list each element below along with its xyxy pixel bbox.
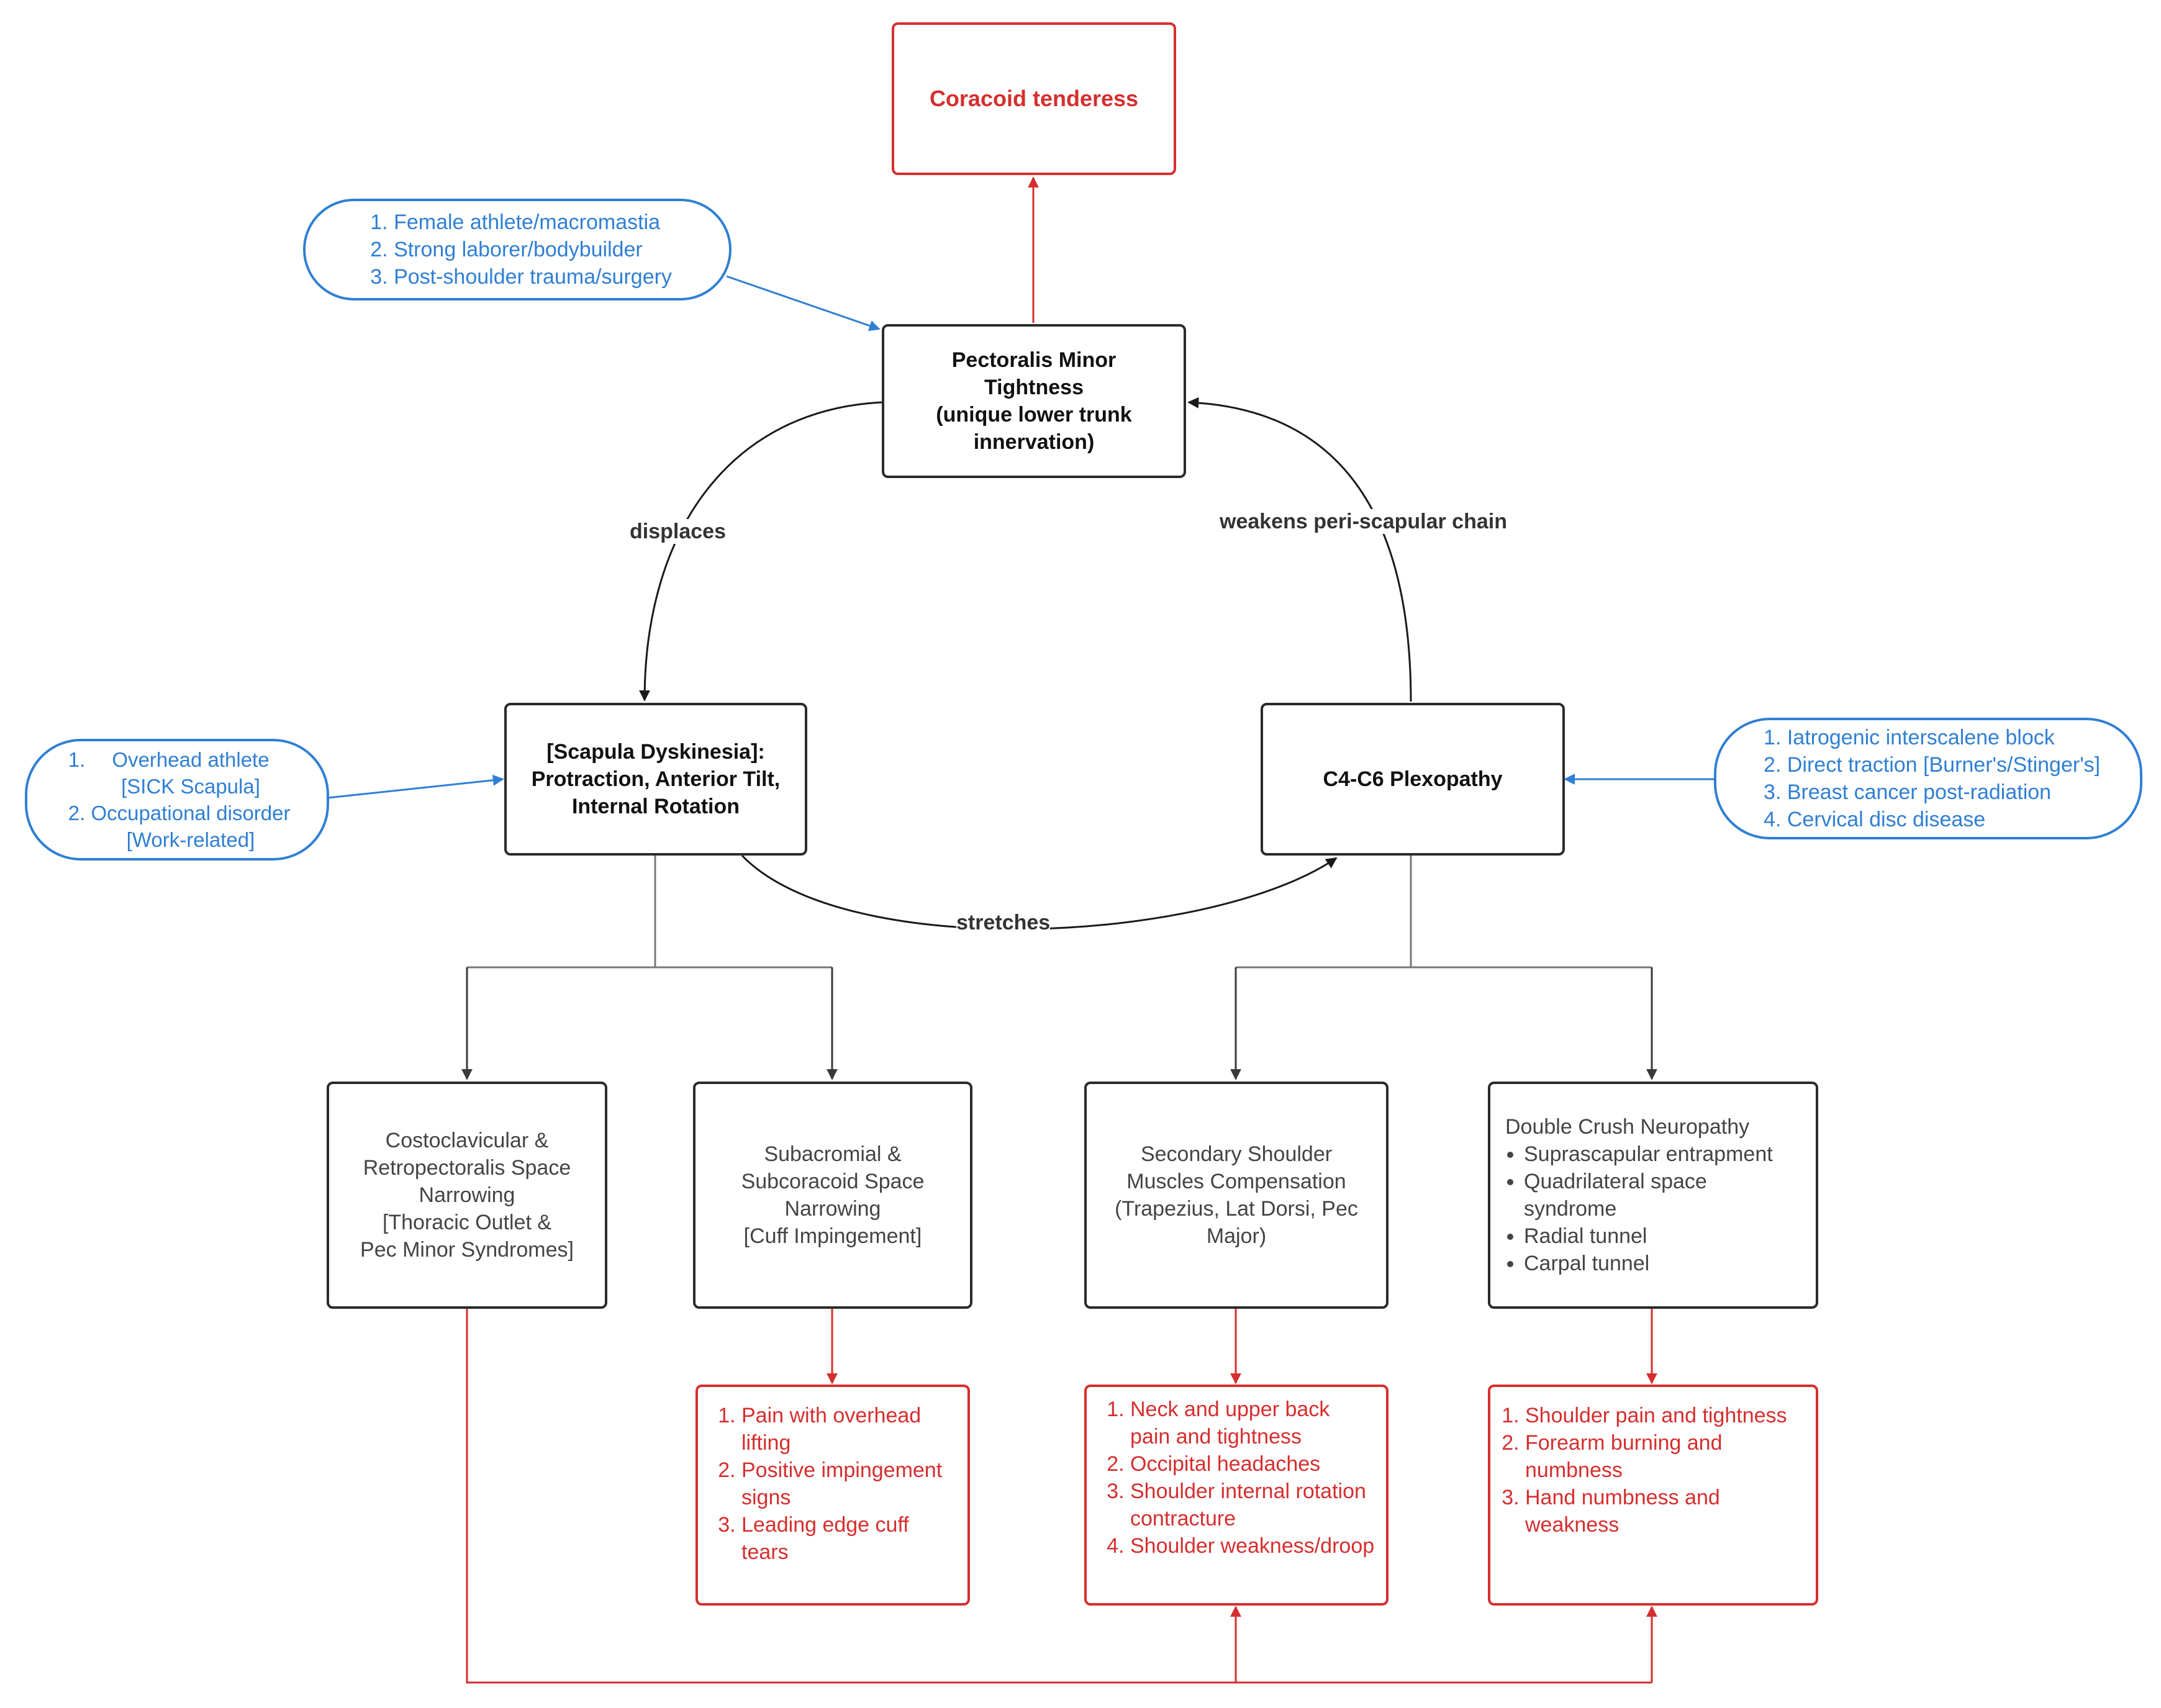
subacromial-line-1: Subacromial & [764, 1142, 902, 1166]
risk-factors-scapula-pill: Overhead athlete [SICK Scapula] Occupati… [25, 739, 329, 861]
subacromial-line-3: Narrowing [784, 1197, 881, 1221]
costo-line-5: Pec Minor Syndromes] [360, 1238, 574, 1262]
list-item: Female athlete/macromastia [394, 209, 672, 236]
coracoid-tenderness-box: Coracoid tenderess [892, 22, 1176, 175]
loop-costo-to-symptoms [466, 1309, 1652, 1684]
list-item: Direct traction [Burner's/Stinger's] [1787, 751, 2100, 779]
list-item: Overhead athlete [SICK Scapula] [91, 746, 290, 800]
secondary-line-2: Muscles Compensation [1126, 1170, 1346, 1193]
costo-line-2: Retropectoralis Space [363, 1156, 571, 1180]
arrow-pill-to-pec [726, 275, 881, 332]
scapula-risk-1: Overhead athlete [112, 748, 270, 771]
list-item: Shoulder pain and tightness [1525, 1402, 1805, 1429]
scapula-line-1: [Scapula Dyskinesia]: [546, 740, 765, 764]
scapula-risk-1-sub: [SICK Scapula] [121, 775, 260, 798]
list-item: Leading edge cuff tears [741, 1511, 956, 1566]
list-item: Breast cancer post-radiation [1787, 779, 2100, 806]
neuropathy-symptoms-list: Shoulder pain and tightness Forearm burn… [1502, 1402, 1805, 1539]
neuropathy-symptoms-box: Shoulder pain and tightness Forearm burn… [1488, 1385, 1818, 1606]
scapula-line-2: Protraction, Anterior Tilt, [531, 767, 781, 791]
muscle-symptoms-box: Neck and upper back pain and tightness O… [1084, 1385, 1389, 1606]
pec-line-4: innervation) [973, 430, 1095, 454]
pec-line-2: Tightness [984, 376, 1084, 399]
risk-factors-plexopathy-pill: Iatrogenic interscalene block Direct tra… [1714, 718, 2142, 839]
subacromial-line-4: [Cuff Impingement] [743, 1224, 922, 1248]
double-crush-title: Double Crush Neuropathy [1505, 1115, 1750, 1139]
list-item: Strong laborer/bodybuilder [394, 236, 672, 263]
costoclavicular-box: Costoclavicular & Retropectoralis Space … [327, 1082, 607, 1309]
list-item: Post-shoulder trauma/surgery [394, 263, 672, 291]
list-item: Carpal tunnel [1524, 1250, 1773, 1277]
coracoid-tenderness-label: Coracoid tenderess [929, 86, 1139, 111]
scapula-dyskinesia-box: [Scapula Dyskinesia]: Protraction, Anter… [504, 703, 807, 856]
list-item: Occipital headaches [1130, 1450, 1375, 1478]
arrow-weakens [1187, 397, 1412, 702]
secondary-compensation-box: Secondary Shoulder Muscles Compensation … [1084, 1082, 1389, 1309]
muscle-symptoms-list: Neck and upper back pain and tightness O… [1098, 1396, 1375, 1560]
list-item: Cervical disc disease [1787, 806, 2100, 833]
double-crush-list: Suprascapular entrapment Quadrilateral s… [1505, 1141, 1773, 1277]
list-item: Shoulder weakness/droop [1130, 1532, 1375, 1560]
edge-label-stretches: stretches [956, 910, 1051, 935]
risk-factors-scapula-list: Overhead athlete [SICK Scapula] Occupati… [63, 746, 290, 853]
pectoralis-minor-box: Pectoralis Minor Tightness (unique lower… [882, 324, 1186, 478]
pec-line-1: Pectoralis Minor [951, 348, 1117, 372]
costo-line-1: Costoclavicular & [385, 1129, 549, 1152]
secondary-line-1: Secondary Shoulder [1140, 1142, 1333, 1166]
list-item: Suprascapular entrapment [1524, 1141, 1773, 1168]
risk-factors-plexopathy-list: Iatrogenic interscalene block Direct tra… [1756, 724, 2100, 833]
secondary-line-3: (Trapezius, Lat Dorsi, Pec [1115, 1197, 1358, 1221]
costo-line-4: [Thoracic Outlet & [382, 1211, 552, 1234]
list-item: Positive impingement signs [741, 1457, 956, 1511]
list-item: Radial tunnel [1524, 1222, 1773, 1250]
impingement-symptoms-box: Pain with overhead lifting Positive impi… [695, 1385, 970, 1606]
secondary-line-4: Major) [1206, 1224, 1267, 1248]
list-item: Occupational disorder [Work-related] [91, 800, 290, 853]
list-item: Pain with overhead lifting [741, 1402, 956, 1457]
arrow-displaces [639, 401, 882, 702]
impingement-symptoms-list: Pain with overhead lifting Positive impi… [709, 1402, 956, 1566]
list-item: Quadrilateral space syndrome [1524, 1168, 1735, 1222]
subacromial-box: Subacromial & Subcoracoid Space Narrowin… [693, 1082, 972, 1309]
arrow-pill-to-scapula [327, 774, 504, 799]
scapula-line-3: Internal Rotation [571, 795, 740, 818]
plexopathy-label: C4-C6 Plexopathy [1323, 767, 1503, 791]
list-item: Iatrogenic interscalene block [1787, 724, 2100, 751]
risk-factors-pec-list: Female athlete/macromastia Strong labore… [363, 209, 672, 291]
list-item: Hand numbness and weakness [1525, 1484, 1805, 1539]
plexopathy-box: C4-C6 Plexopathy [1261, 703, 1565, 856]
costo-line-3: Narrowing [419, 1183, 515, 1207]
list-item: Forearm burning and numbness [1525, 1429, 1805, 1484]
subacromial-line-2: Subcoracoid Space [741, 1170, 925, 1193]
list-item: Neck and upper back pain and tightness [1130, 1396, 1375, 1450]
branch-plexopathy [1236, 856, 1652, 969]
edge-label-weakens: weakens peri-scapular chain [1220, 509, 1507, 534]
pec-line-3: (unique lower trunk [936, 403, 1132, 427]
risk-factors-pec-pill: Female athlete/macromastia Strong labore… [303, 199, 732, 300]
scapula-risk-2: Occupational disorder [91, 802, 291, 825]
list-item: Shoulder internal rotation contracture [1130, 1478, 1375, 1532]
scapula-risk-2-sub: [Work-related] [126, 828, 255, 851]
branch-scapula [467, 856, 832, 969]
edge-label-displaces: displaces [630, 519, 726, 544]
double-crush-box: Double Crush Neuropathy Suprascapular en… [1488, 1082, 1818, 1309]
